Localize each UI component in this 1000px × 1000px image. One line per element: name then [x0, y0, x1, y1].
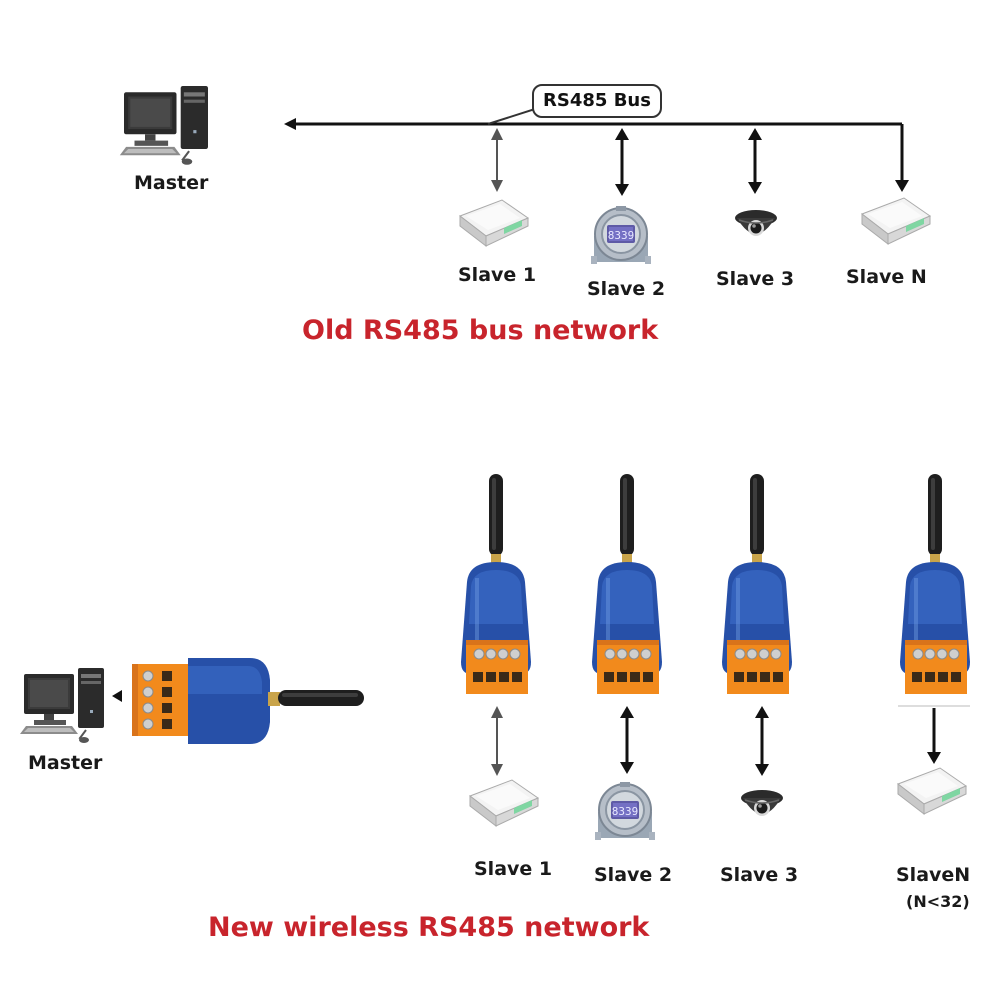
modem-arrow-slave-n: [898, 705, 970, 764]
bottom-slave-2-label: Slave 2: [594, 864, 673, 886]
bottom-meter-lcd-text: 8339: [612, 805, 639, 818]
bottom-slave-3-camera-icon: [740, 789, 784, 817]
wireless-modem-slave-3: [721, 473, 793, 695]
bottom-master-computer-icon: [19, 667, 105, 744]
top-master-computer-icon: [118, 84, 210, 166]
bottom-slave-n-scale-icon: [897, 767, 967, 815]
bottom-slave-n-label: SlaveN: [896, 864, 971, 886]
top-master-label: Master: [134, 172, 209, 194]
modem-arrow-slave-3: [755, 706, 769, 776]
slave-n-limit-note: (N<32): [906, 892, 970, 911]
bottom-network-title: New wireless RS485 network: [208, 912, 650, 943]
top-slave-3-camera-icon: [734, 209, 778, 237]
bottom-slave-1-scale-icon: [469, 779, 539, 827]
top-slave-1-scale-icon: [459, 199, 529, 247]
bottom-slave-2-meter-icon: 8339: [594, 781, 656, 841]
master-wireless-modem: [131, 657, 365, 745]
bus-drop-arrow-slave-3: [748, 128, 762, 194]
top-slave-3-label: Slave 3: [716, 268, 795, 290]
bottom-master-label: Master: [28, 752, 103, 774]
top-slave-2-meter-icon: 8339: [590, 205, 652, 265]
top-slave-n-scale-icon: [861, 197, 931, 245]
wireless-modem-slave-1: [460, 473, 532, 695]
bus-drop-arrow-slave-2: [615, 128, 629, 196]
bottom-slave-3-label: Slave 3: [720, 864, 799, 886]
bus-drop-arrow-slave-1: [491, 128, 503, 192]
modem-arrow-slave-1: [491, 706, 503, 776]
modem-arrow-slave-2: [620, 706, 634, 774]
top-slave-n-label: Slave N: [846, 266, 927, 288]
wireless-modem-slave-n: [899, 473, 971, 695]
wireless-modem-slave-2: [591, 473, 663, 695]
top-slave-1-label: Slave 1: [458, 264, 537, 286]
top-slave-2-label: Slave 2: [587, 278, 666, 300]
bottom-slave-1-label: Slave 1: [474, 858, 553, 880]
rs485-bus-label: RS485 Bus: [532, 84, 662, 118]
top-meter-lcd-text: 8339: [608, 229, 635, 242]
master-link-arrow: [112, 690, 122, 702]
top-network-title: Old RS485 bus network: [302, 315, 659, 346]
